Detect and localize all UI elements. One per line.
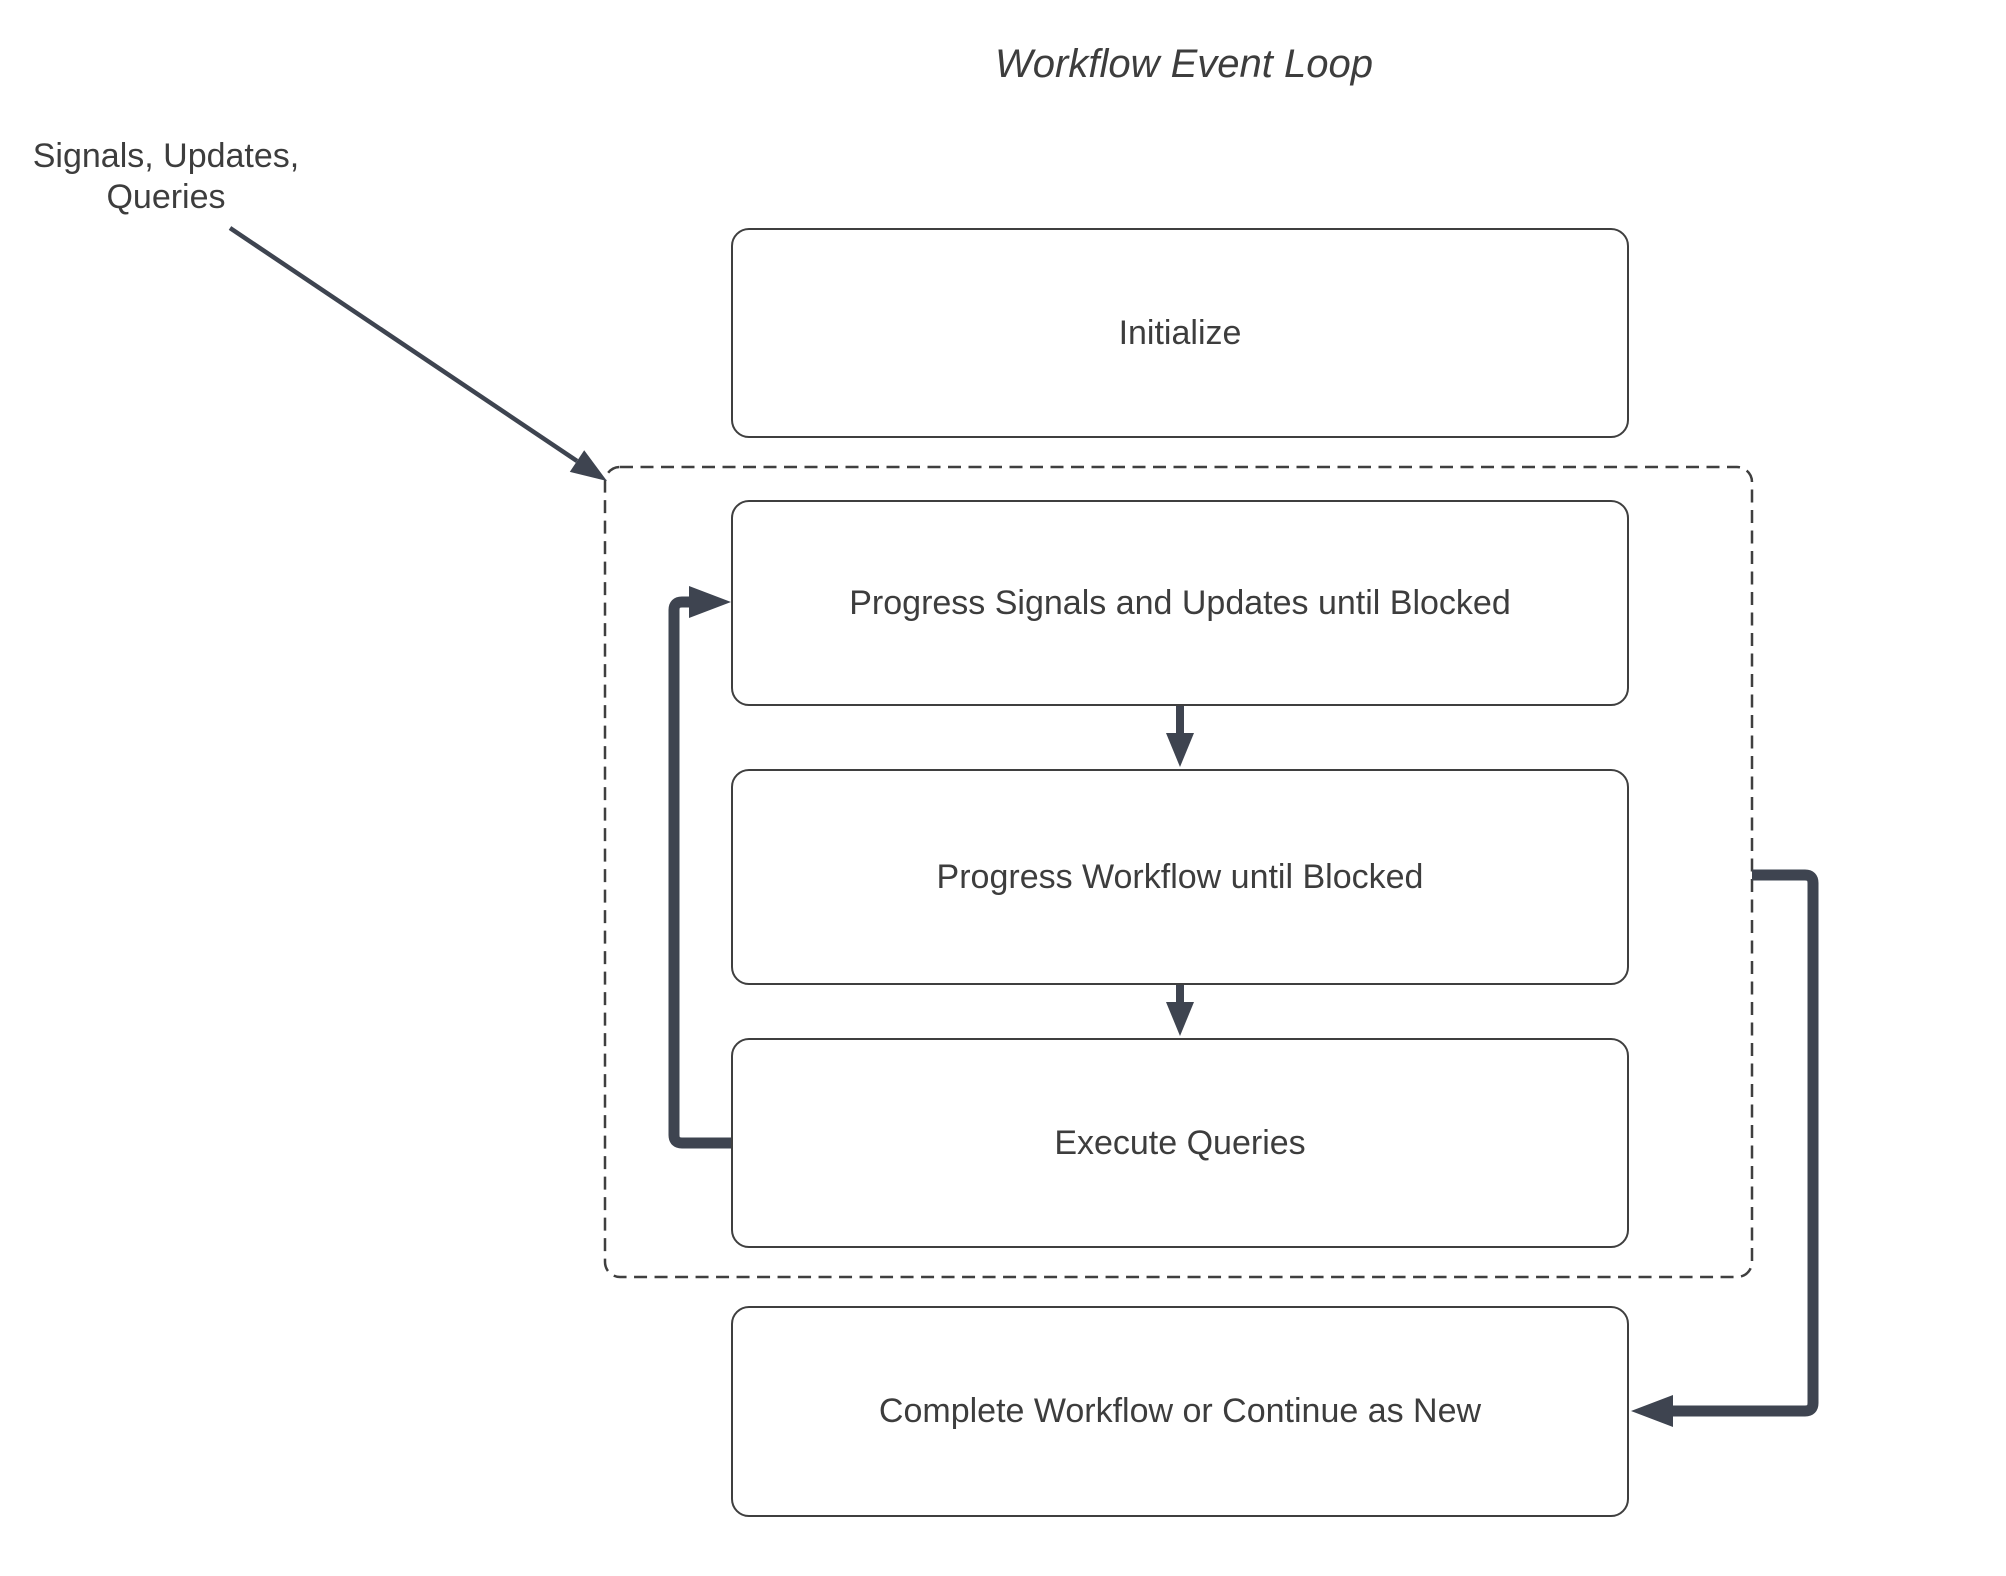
arrow-progress-signals-to-progress-workflow — [1166, 706, 1194, 767]
node-progress-signals-updates: Progress Signals and Updates until Block… — [731, 500, 1629, 706]
diagram-title: Workflow Event Loop — [995, 42, 1373, 86]
node-complete-workflow: Complete Workflow or Continue as New — [731, 1306, 1629, 1517]
node-progress-workflow: Progress Workflow until Blocked — [731, 769, 1629, 985]
external-inputs-label: Signals, Updates, Queries — [32, 137, 300, 217]
node-initialize: Initialize — [731, 228, 1629, 438]
node-complete-workflow-label: Complete Workflow or Continue as New — [878, 1392, 1482, 1430]
node-execute-queries: Execute Queries — [731, 1038, 1629, 1248]
node-progress-signals-updates-label: Progress Signals and Updates until Block… — [849, 583, 1511, 622]
node-initialize-label: Initialize — [1118, 313, 1242, 352]
arrow-loop-back-execute-queries-to-progress-signals — [668, 586, 731, 1149]
arrow-event-loop-to-complete-workflow — [1631, 869, 1819, 1427]
node-execute-queries-label: Execute Queries — [1054, 1123, 1306, 1162]
arrow-external-inputs-to-event-loop — [228, 226, 607, 481]
arrow-progress-workflow-to-execute-queries — [1166, 985, 1194, 1036]
event-loop-dashed-boundary — [603, 465, 1754, 1279]
node-progress-workflow-label: Progress Workflow until Blocked — [936, 857, 1424, 896]
